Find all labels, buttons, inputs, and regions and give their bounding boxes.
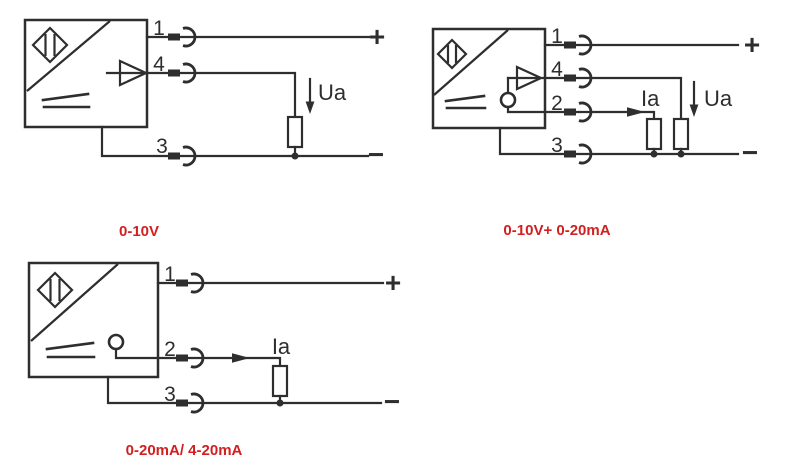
wire-pin2-current (156, 356, 282, 368)
load-resistor (286, 115, 304, 149)
pin-label-1: 1 (153, 17, 165, 40)
diagram-voltage-output: 1 4 3 + − Ua 0-10V (23, 17, 385, 240)
source-output-wire (506, 105, 547, 114)
current-arrow-icon (232, 353, 250, 363)
current-source-icon (107, 333, 125, 351)
output-characteristic-icon (41, 92, 91, 109)
sensor-symbol-icon (436, 38, 468, 70)
load-resistor (672, 117, 690, 151)
output-characteristic-icon (444, 94, 487, 110)
diagram-caption: 0-10V+ 0-20mA (503, 222, 610, 239)
voltage-arrow-icon (689, 80, 699, 117)
wire-pin4-output (145, 71, 297, 119)
amplifier-icon (118, 59, 149, 87)
diagram-caption: 0-20mA/ 4-20mA (126, 442, 243, 459)
amplifier-icon (515, 65, 544, 91)
wire-pin2-current (543, 110, 656, 121)
junction-dot (677, 150, 685, 158)
terminal-minus-label: − (368, 139, 384, 170)
diagram-current-output: 1 2 3 + − Ia 0-20mA/ 4-20mA (27, 261, 401, 459)
current-arrow-icon (627, 107, 645, 117)
pin-label-3: 3 (551, 134, 563, 157)
pin-label-1: 1 (164, 263, 176, 286)
signal-label-ua: Ua (704, 86, 733, 111)
terminal-plus-label: + (744, 29, 760, 60)
junction-dot (291, 152, 299, 160)
current-source-icon (499, 91, 517, 109)
sensor-body (27, 261, 160, 379)
pin-label-2: 2 (164, 338, 176, 361)
pin-label-1: 1 (551, 25, 563, 48)
terminal-plus-label: + (369, 21, 385, 52)
load-resistor (271, 364, 289, 398)
pin-label-3: 3 (156, 135, 168, 158)
terminal-minus-label: − (384, 386, 400, 417)
load-resistor (645, 117, 663, 151)
pin-label-2: 2 (551, 92, 563, 115)
junction-dot (650, 150, 658, 158)
source-output-wire (114, 347, 160, 360)
sensor-symbol-icon (31, 26, 69, 64)
terminal-minus-label: − (742, 137, 758, 168)
sensor-body-diagonal (30, 263, 119, 342)
sensor-body-diagonal (433, 29, 509, 96)
terminal-plus-label: + (385, 267, 401, 298)
wire-pin3-minus (106, 375, 383, 405)
diagram-voltage-and-current-output: 1 4 2 3 + − Ia Ua 0-10V+ 0-20mA (431, 25, 760, 239)
signal-label-ia: Ia (272, 334, 291, 359)
signal-label-ia: Ia (641, 86, 660, 111)
output-characteristic-icon (45, 341, 96, 359)
pin-label-4: 4 (153, 53, 165, 76)
diagram-caption: 0-10V (119, 223, 159, 240)
pin-label-3: 3 (164, 383, 176, 406)
sensor-body-diagonal (26, 20, 111, 92)
signal-label-ua: Ua (318, 80, 347, 105)
sensor-symbol-icon (36, 271, 74, 309)
wire-pin3-minus (100, 125, 370, 158)
pin-label-4: 4 (551, 58, 563, 81)
junction-dot (276, 399, 284, 407)
wire-pin3-minus (498, 126, 740, 156)
voltage-arrow-icon (305, 77, 315, 114)
